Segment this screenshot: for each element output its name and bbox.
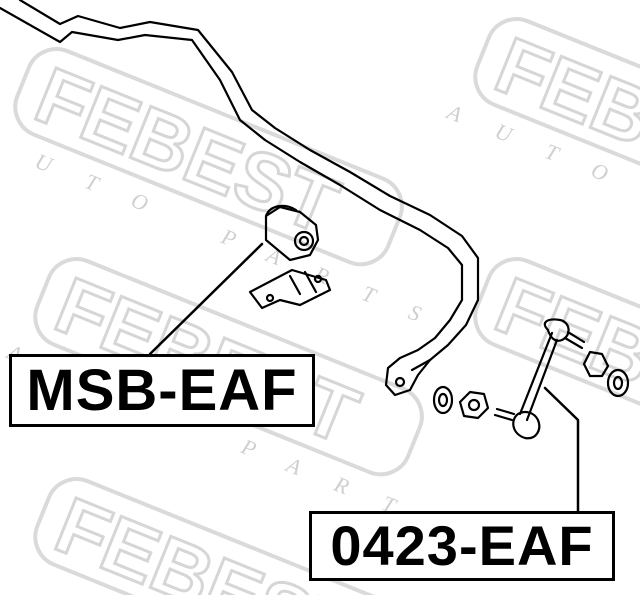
nut-right [582,350,610,378]
stabilizer-bushing [264,204,320,262]
link-stud-bottom [493,407,516,422]
bushing-bracket [248,268,332,310]
leader-line-bushing [148,242,264,356]
nut-left [458,390,490,420]
stabilizer-bar [0,0,480,397]
washer-right [606,368,630,398]
part-number-label-link: 0423-EAF [309,511,615,581]
hardware [432,350,630,420]
link-stud-top [563,330,586,350]
part-number-text: MSB-EAF [26,357,298,423]
washer-left [432,385,454,415]
bar-end-eye [384,356,432,397]
part-number-text: 0423-EAF [330,514,594,577]
stabilizer-link [493,318,586,440]
leader-line-link [543,386,580,513]
part-number-label-bushing: MSB-EAF [9,354,315,427]
